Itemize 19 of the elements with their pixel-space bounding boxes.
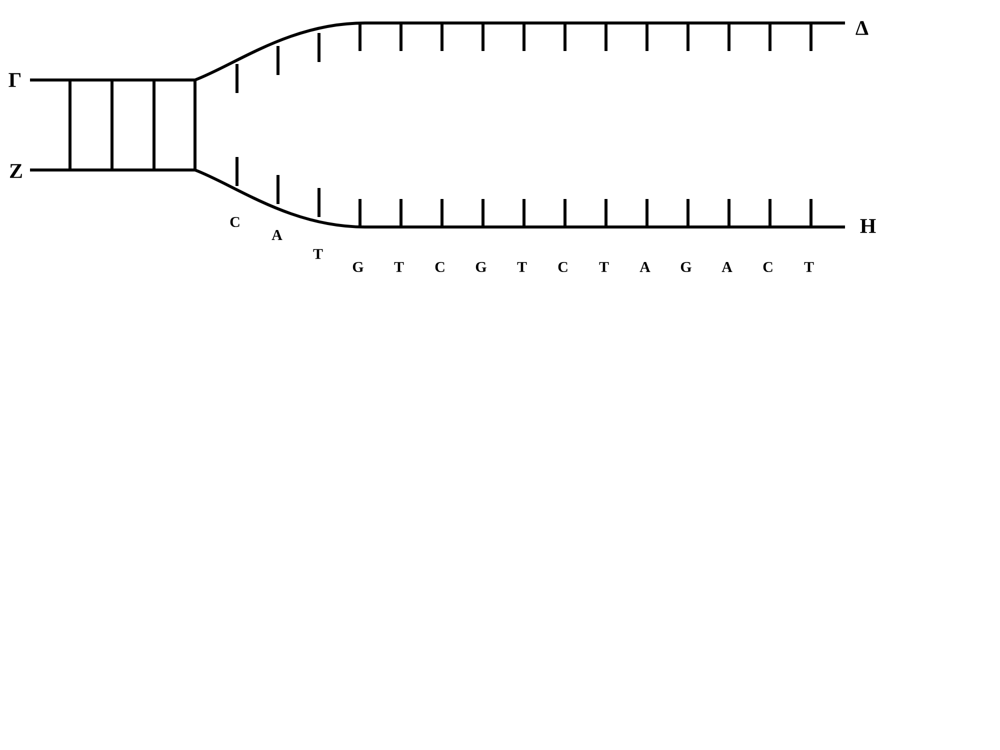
base-letter: A: [272, 230, 282, 240]
base-letter: G: [352, 262, 364, 272]
base-letter: A: [640, 262, 650, 272]
base-letter: C: [558, 262, 568, 272]
base-letter: T: [804, 262, 814, 272]
base-letter: C: [763, 262, 772, 272]
base-letter: T: [517, 262, 527, 272]
base-letter: C: [435, 262, 444, 272]
strand-label: Δ: [856, 21, 868, 35]
base-letter: G: [680, 262, 692, 272]
strand-label: Γ: [8, 73, 21, 87]
base-letter: T: [394, 262, 404, 272]
strand-label: Z: [10, 164, 22, 178]
base-letter: A: [722, 262, 732, 272]
base-letter: G: [476, 262, 486, 272]
base-letter: T: [313, 249, 323, 259]
base-letter: T: [599, 262, 609, 272]
base-letter: C: [230, 216, 240, 228]
strand-label: H: [860, 219, 876, 233]
